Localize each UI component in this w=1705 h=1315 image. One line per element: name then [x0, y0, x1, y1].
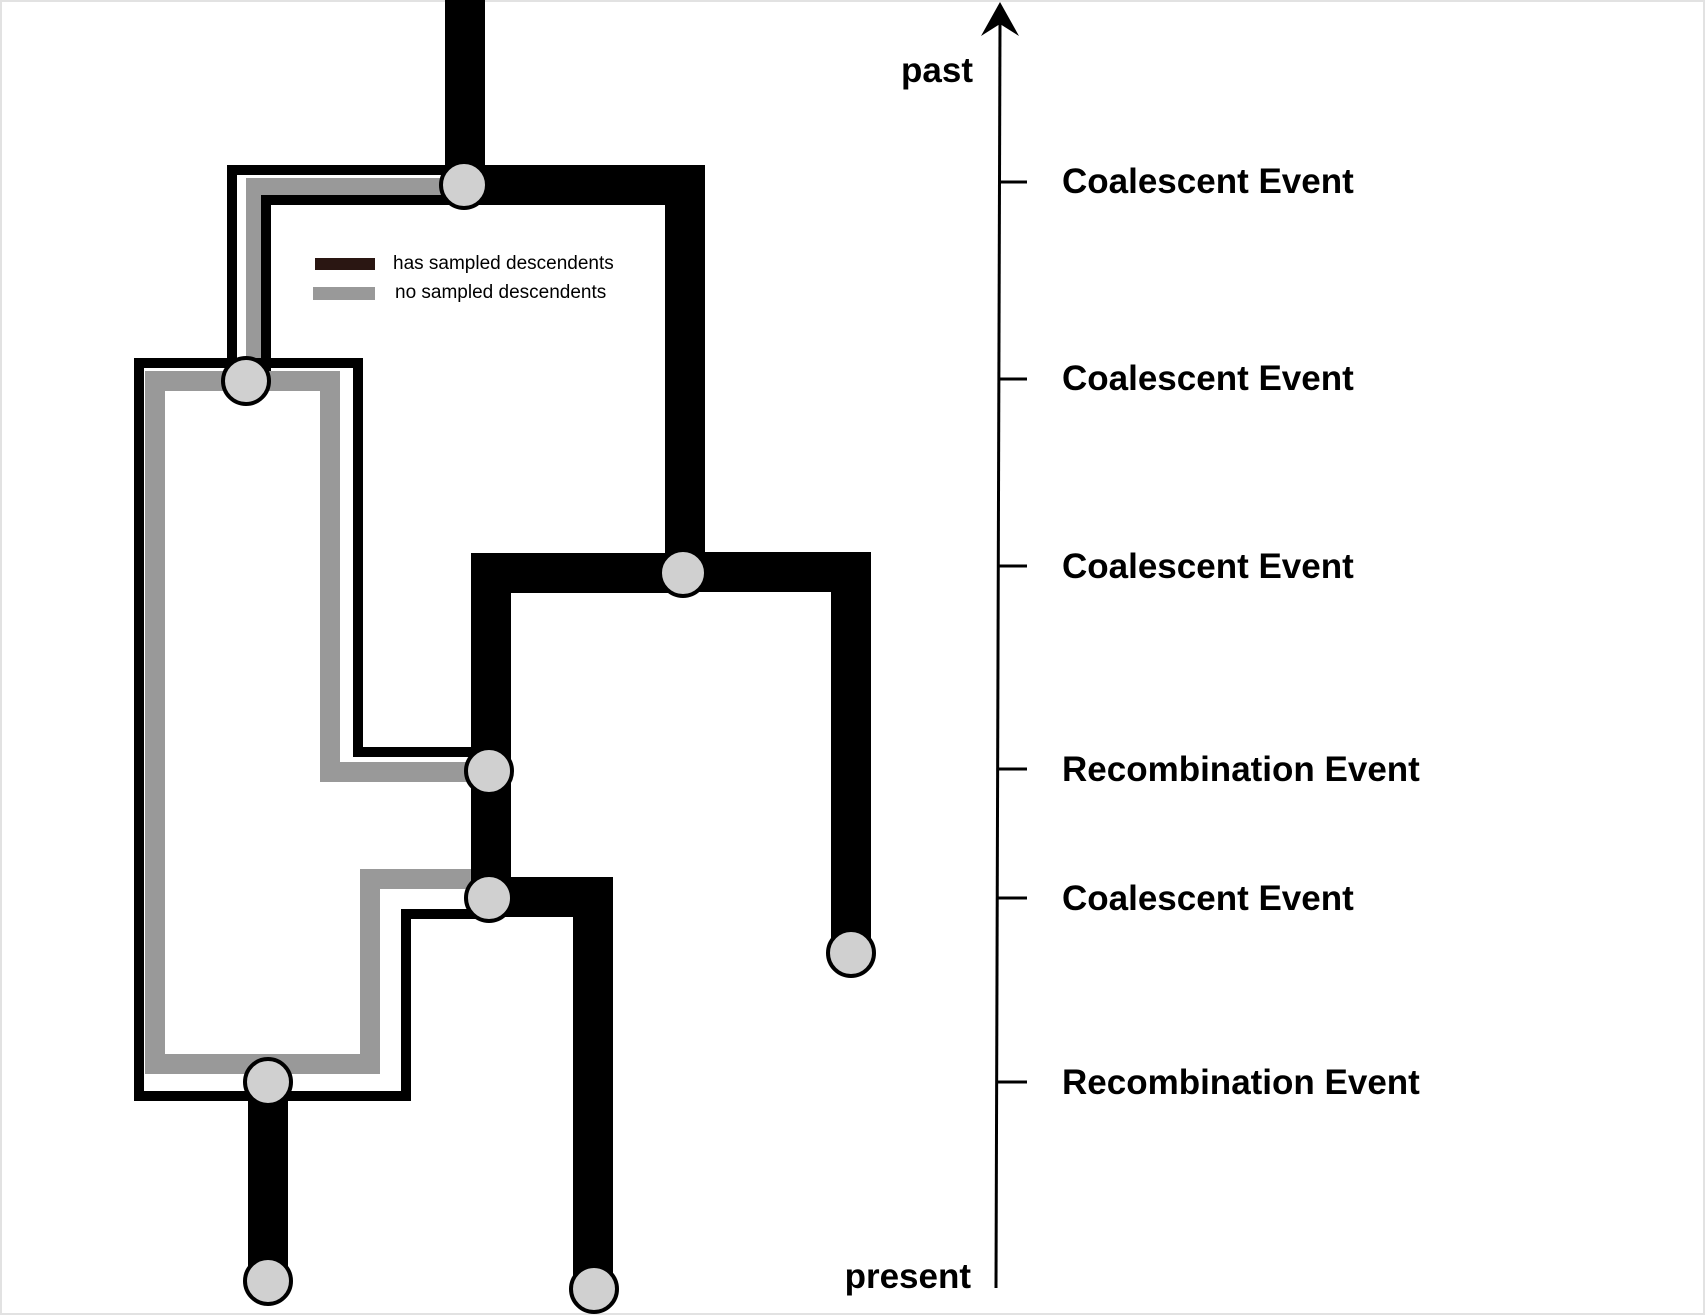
unsampled-edge-middle-to-recombination: [487, 571, 683, 771]
middle-right-coalescence-node: [658, 548, 708, 598]
right-sample-node: [826, 928, 876, 978]
unsampled-edge-upper-left-to-recombination: [246, 371, 489, 782]
legend-sampled-label: has sampled descendents: [393, 253, 614, 274]
event-label: Coalescent Event: [1062, 162, 1354, 201]
upper-left-coalescence-node: [221, 356, 271, 406]
lower-coalescence-node: [464, 873, 514, 923]
legend-unsampled-swatch: [313, 287, 375, 300]
event-label: Coalescent Event: [1062, 879, 1354, 918]
event-label: Coalescent Event: [1062, 359, 1354, 398]
sampled-lineages: [248, 0, 871, 1288]
upper-recombination-node: [464, 746, 514, 796]
event-label: Recombination Event: [1062, 1063, 1420, 1102]
root-coalescence-node: [439, 160, 489, 210]
unsampled-edge-root-to-upper-left: [246, 178, 465, 380]
time-axis-bottom-label: present: [845, 1257, 972, 1296]
legend-sampled-swatch: [315, 258, 375, 270]
lineage-outlines: [134, 165, 489, 1101]
sampled-edge-middle-right: [683, 552, 871, 952]
outline-root-left: [227, 165, 465, 380]
legend: has sampled descendents no sampled desce…: [313, 253, 614, 303]
time-axis-arrowhead-icon: [981, 2, 1019, 36]
time-axis: past present Coalescent Event Coalescent…: [845, 2, 1420, 1296]
graph-nodes: [221, 160, 876, 1314]
middle-sample-node: [569, 1264, 619, 1314]
outline-upper-left-right: [246, 358, 489, 757]
sampled-edge-lower-right: [489, 877, 613, 1288]
time-axis-line: [994, 21, 1002, 1289]
legend-unsampled-label: no sampled descendents: [395, 282, 606, 303]
sampled-edge-root-right: [464, 165, 705, 565]
outline-root-left-inner: [261, 195, 465, 371]
event-label: Recombination Event: [1062, 750, 1420, 789]
outline-upper-left-outer: [134, 358, 489, 1101]
left-sample-node: [243, 1256, 293, 1306]
lower-recombination-node: [243, 1057, 293, 1107]
event-label: Coalescent Event: [1062, 547, 1354, 586]
time-axis-top-label: past: [901, 51, 973, 90]
sampled-edge-middle-to-recombination: [471, 553, 683, 898]
